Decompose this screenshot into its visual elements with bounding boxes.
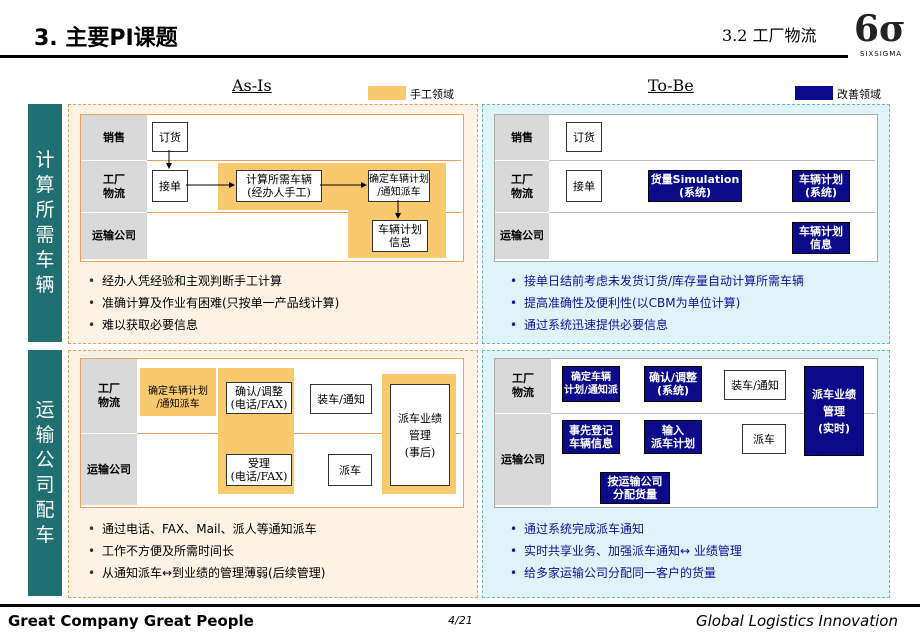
manual-area [140,368,216,416]
side-char: 输 [35,424,55,446]
allocate-volume-box: 按运输公司 分配货量 [600,472,670,504]
side-char: 需 [35,224,55,246]
confirm-adjust-box: 确认/调整 (电话/FAX) [226,382,292,414]
volume-simulation-box: 货量Simulation (系统) [648,170,742,202]
to-be-heading: To-Be [648,76,694,95]
vehicle-plan-box: 确定车辆计划 /通知派车 [368,170,430,202]
dispatch-box: 派车 [328,454,372,486]
receive-order-box: 接单 [152,170,188,202]
asis-bottom-bullet: •从通知派车↔到业绩的管理薄弱(后续管理) [88,565,326,581]
side-char: 车 [35,249,55,271]
asis-bottom-bullet: •通过电话、FAX、Mail、派人等通知派车 [88,521,317,537]
input-dispatch-plan-box: 输入 派车计划 [644,420,702,454]
side-label-carrier-dispatch: 运 输 公 司 配 车 [28,350,62,596]
side-char: 计 [35,149,55,171]
row-label-carrier: 运输公司 [495,213,549,259]
row-label-carrier: 运输公司 [81,434,137,505]
dispatch-performance-box: 派车业绩 管理 (事后) [390,384,450,486]
pre-register-box: 事先登记 车辆信息 [562,420,620,454]
logo-mark: 6σ [854,8,906,50]
asis-top-bullet: •准确计算及作业有困难(只按单一产品线计算) [88,295,340,311]
row-label-carrier: 运输公司 [81,213,147,259]
side-char: 配 [35,499,55,521]
as-is-heading: As-Is [232,76,272,95]
row-label-factory: 工厂 物流 [81,161,147,212]
tobe-bottom-bullet: •通过系统完成派车通知 [510,521,645,537]
row-divider [551,413,875,414]
footer-rule [0,604,920,607]
logo-caption: SIXSIGMA [860,50,903,58]
side-char: 辆 [35,274,55,296]
tobe-top-bullet: •通过系统迅速提供必要信息 [510,317,669,333]
vehicle-plan-info-box: 车辆计划 信息 [792,222,850,254]
tobe-top-bullet: •接单日结前考虑未发货订货/库存量自动计算所需车辆 [510,273,805,289]
legend-improve-label: 改善领域 [837,88,881,101]
side-label-calc-vehicles: 计 算 所 需 车 辆 [28,104,62,342]
receive-order-box: 接单 [566,170,602,202]
order-box: 订货 [566,122,602,152]
side-char: 所 [35,199,55,221]
row-label-carrier: 运输公司 [495,414,551,505]
vehicle-plan-box: 确定车辆计划 /通知派车 [148,386,208,410]
asis-top-bullet: •经办人凭经验和主观判断手工计算 [88,273,283,289]
header-rule [0,55,848,58]
row-label-sales: 销售 [81,115,147,160]
receive-phone-box: 受理 (电话/FAX) [226,454,292,486]
load-notify-box: 装车/通知 [724,370,786,400]
row-divider [137,433,461,434]
asis-top-bullet: •难以获取必要信息 [88,317,199,333]
page-number: 4/21 [448,614,473,627]
side-char: 车 [35,524,55,546]
row-divider [549,212,875,213]
row-divider [549,160,875,161]
calc-vehicles-box: 计算所需车辆 (经办人手工) [236,170,322,202]
order-box: 订货 [152,122,188,152]
load-notify-box: 装车/通知 [310,384,372,414]
legend-manual-label: 手工领域 [410,88,454,101]
tobe-bottom-bullet: •给多家运输公司分配同一客户的货量 [510,565,717,581]
asis-bottom-bullet: •工作不方便及所需时间长 [88,543,235,559]
vehicle-plan-system-box: 车辆计划 (系统) [792,170,850,202]
vehicle-plan-info-box: 车辆计划 信息 [372,220,428,252]
footer-tagline: Global Logistics Innovation [696,612,898,630]
side-char: 运 [35,399,55,421]
footer-slogan: Great Company Great People [8,612,254,630]
legend-manual-swatch [368,86,406,100]
section-title: 3. 主要PI课题 [34,26,178,51]
tobe-bottom-bullet: •实时共享业务、加强派车通知↔ 业绩管理 [510,543,742,559]
side-char: 算 [35,174,55,196]
row-divider [147,212,461,213]
vehicle-plan-box: 确定车辆 计划/通知派 [562,366,620,402]
dispatch-performance-box: 派车业绩 管理 (实时) [804,366,864,456]
row-label-factory: 工厂 物流 [495,359,551,413]
section-subtitle: 3.2 工厂物流 [722,26,817,45]
row-label-factory: 工厂 物流 [81,359,137,433]
tobe-top-bullet: •提高准确性及便利性(以CBM为单位计算) [510,295,741,311]
sixsigma-logo: 6σ SIXSIGMA [852,8,916,60]
row-divider [147,160,461,161]
side-char: 公 [35,449,55,471]
legend-improve-swatch [795,86,833,100]
side-char: 司 [35,474,55,496]
row-label-sales: 销售 [495,115,549,160]
dispatch-box: 派车 [742,424,786,454]
confirm-adjust-box: 确认/调整 (系统) [644,366,702,402]
row-label-factory: 工厂 物流 [495,161,549,212]
